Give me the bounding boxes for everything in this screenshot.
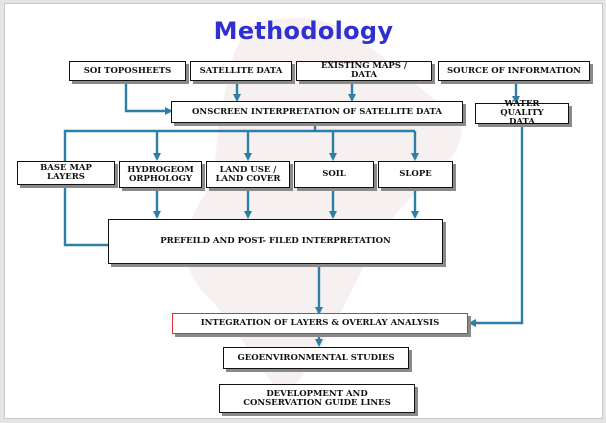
node-slope: SLOPE (378, 161, 453, 188)
node-label: SLOPE (399, 169, 432, 180)
node-label: SOURCE OF INFORMATION (447, 65, 581, 76)
node-label: GEOENVIRONMENTAL STUDIES (237, 352, 395, 363)
slide: Methodology SOI TOPOSHEETS SATELLITE DAT… (4, 3, 603, 419)
connector-layer (63, 80, 524, 347)
connector-soi-onscreen (124, 80, 173, 115)
node-label: ONSCREEN INTERPRETATION OF SATELLITE DAT… (192, 106, 442, 117)
node-satellite-data: SATELLITE DATA (190, 61, 292, 81)
connector-basemap-prefield (63, 185, 108, 247)
connector-distribution-bar (63, 129, 415, 161)
node-geoenvironmental-studies: GEOENVIRONMENTAL STUDIES (223, 347, 409, 369)
node-existing-maps: EXISTING MAPS / DATA (296, 61, 432, 81)
diagram-title: Methodology (213, 17, 394, 45)
node-label: WATER QUALITY DATA (500, 99, 544, 127)
node-label: SOIL (322, 169, 346, 180)
node-label: EXISTING MAPS / DATA (320, 61, 408, 80)
node-soil: SOIL (294, 161, 374, 188)
node-label: HYDROGEOM ORPHOLOGY (127, 164, 194, 184)
node-hydrogeomorphology: HYDROGEOM ORPHOLOGY (119, 161, 202, 188)
node-prefield-interpretation: PREFEILD AND POST- FILED INTERPRETATION (108, 219, 443, 264)
node-label: DEVELOPMENT AND CONSERVATION GUIDE LINES (243, 388, 391, 408)
node-soi-toposheets: SOI TOPOSHEETS (69, 61, 186, 81)
node-label: SATELLITE DATA (199, 65, 283, 76)
node-label: BASE MAP LAYERS (40, 163, 92, 182)
node-development-guidelines: DEVELOPMENT AND CONSERVATION GUIDE LINES (219, 384, 415, 413)
node-base-map-layers: BASE MAP LAYERS (17, 161, 115, 185)
node-label: PREFEILD AND POST- FILED INTERPRETATION (160, 236, 391, 247)
node-label: SOI TOPOSHEETS (83, 65, 172, 76)
node-label: INTEGRATION OF LAYERS & OVERLAY ANALYSIS (200, 318, 440, 329)
node-land-use-land-cover: LAND USE / LAND COVER (206, 161, 290, 188)
node-onscreen-interpretation: ONSCREEN INTERPRETATION OF SATELLITE DAT… (171, 101, 463, 123)
node-integration-overlay: INTEGRATION OF LAYERS & OVERLAY ANALYSIS (172, 313, 468, 334)
node-water-quality-data: WATER QUALITY DATA (475, 99, 569, 127)
node-label: LAND USE / LAND COVER (215, 164, 281, 184)
node-source-of-information: SOURCE OF INFORMATION (438, 61, 590, 81)
connector-water-integration (468, 124, 524, 327)
